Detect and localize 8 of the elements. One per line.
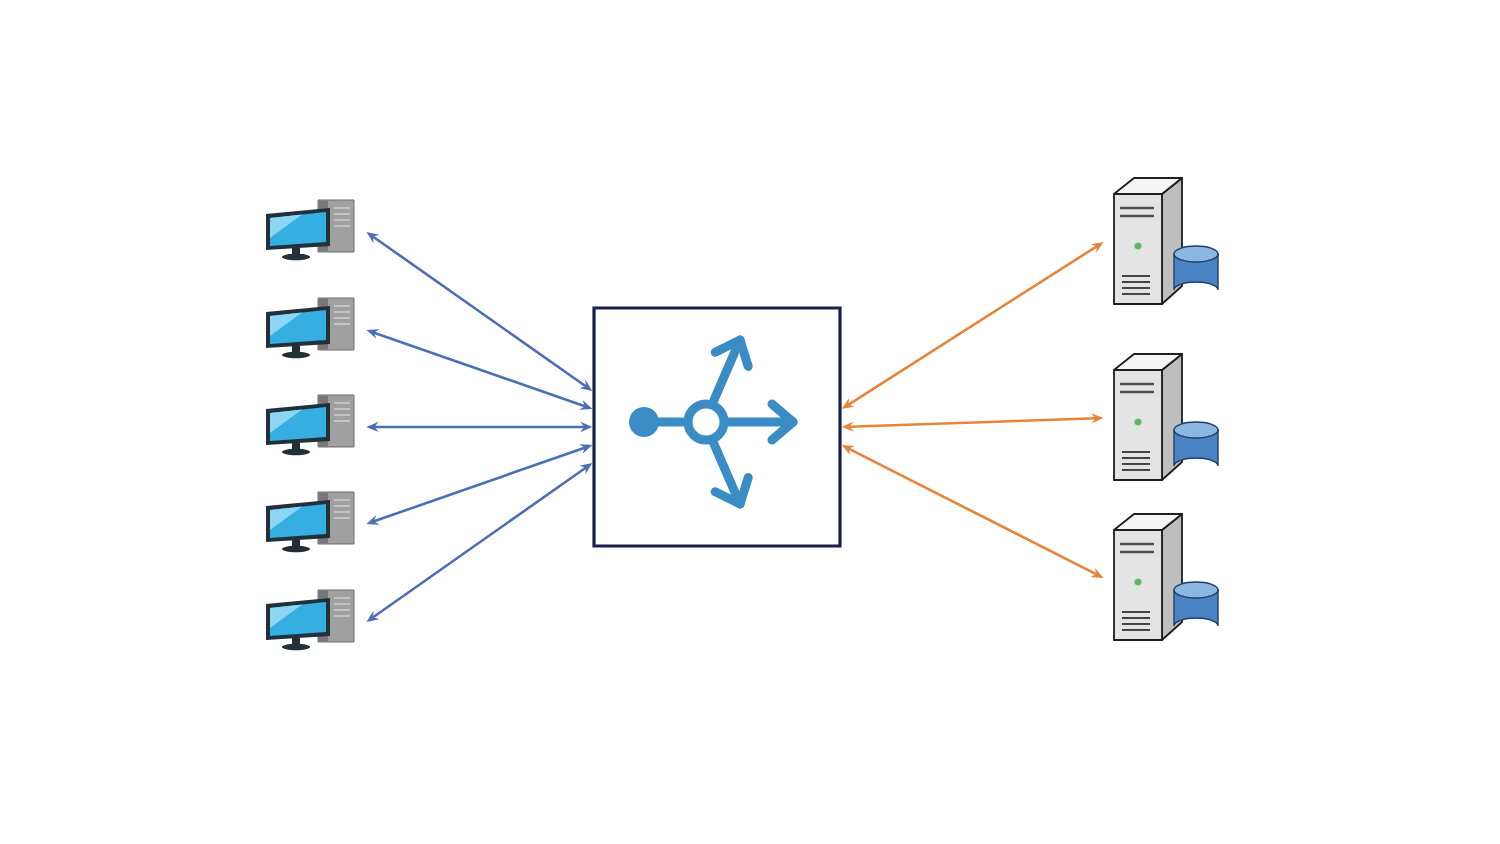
database-server [1113, 353, 1219, 481]
desktop-computer [266, 297, 355, 359]
desktop-computer [266, 491, 355, 553]
desktop-computer [266, 394, 355, 456]
desktop-computer [266, 589, 355, 651]
database-server [1113, 177, 1219, 305]
database-server [1113, 513, 1219, 641]
desktop-computer [266, 199, 355, 261]
